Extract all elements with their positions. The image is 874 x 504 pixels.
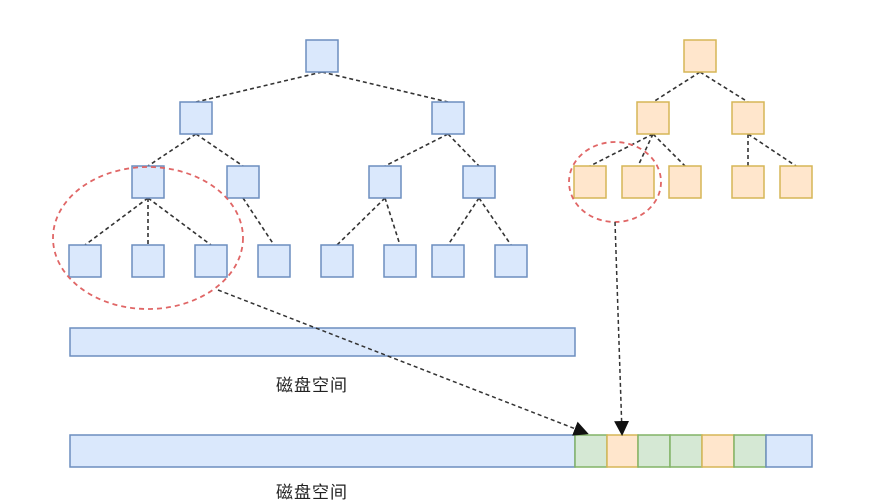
blue-tree-node <box>368 165 402 199</box>
blue-tree-node <box>179 101 213 135</box>
blue-tree-edge <box>384 133 449 167</box>
mapping-arrows <box>217 221 630 436</box>
orange-tree-node <box>731 165 765 199</box>
blue-tree-edge <box>147 197 212 246</box>
blue-tree-edge <box>84 197 149 246</box>
blue-tree-node <box>131 165 165 199</box>
highlight-rings <box>52 141 662 310</box>
blue-tree-node <box>431 101 465 135</box>
blue-tree-edge <box>447 133 480 167</box>
disk-segment-green <box>637 434 671 468</box>
blue-tree-node <box>462 165 496 199</box>
orange-tree-edge <box>747 133 797 167</box>
tree-edges <box>84 71 797 246</box>
orange-tree-node <box>636 101 670 135</box>
blue-tree-edge <box>384 197 401 246</box>
disk-bars <box>69 327 813 468</box>
orange-tree-node <box>779 165 813 199</box>
blue-tree-edge <box>147 133 197 167</box>
orange-tree-edge <box>699 71 749 103</box>
blue-tree-edge <box>478 197 512 246</box>
orange-tree-node <box>731 101 765 135</box>
blue-tree-node <box>194 244 228 278</box>
disk-segment-green <box>574 434 608 468</box>
orange-tree-node <box>683 39 717 73</box>
blue-tree-node <box>383 244 417 278</box>
blue-subtree-to-disk-arrow <box>217 289 589 436</box>
disk-segment-blue <box>765 434 813 468</box>
blue-tree-node <box>320 244 354 278</box>
orange-tree-node <box>573 165 607 199</box>
blue-tree-node <box>494 244 528 278</box>
disk-segment-green <box>733 434 767 468</box>
disk-bar-top <box>69 327 576 357</box>
disk-segment-green <box>669 434 703 468</box>
disk-segment-orange <box>606 434 639 468</box>
orange-tree-edge <box>652 71 701 103</box>
blue-tree-edge <box>336 197 386 246</box>
orange-subtree-to-disk-arrow <box>614 221 630 436</box>
blue-tree-edge <box>195 71 323 103</box>
orange-tree-edge <box>589 133 654 167</box>
disk-space-label-top: 磁盘空间 <box>276 376 348 396</box>
disk-space-label-bottom: 磁盘空间 <box>276 483 348 503</box>
blue-tree-node <box>431 244 465 278</box>
blue-tree-node <box>257 244 291 278</box>
orange-tree-edge <box>637 133 654 167</box>
orange-tree-node <box>668 165 702 199</box>
orange-tree-node <box>621 165 655 199</box>
tree-nodes <box>68 39 813 278</box>
blue-tree-node <box>305 39 339 73</box>
blue-tree-node <box>68 244 102 278</box>
blue-tree-edge <box>242 197 275 246</box>
blue-tree-node <box>226 165 260 199</box>
blue-subtree-highlight-ring <box>52 166 244 310</box>
blue-tree-edge <box>447 197 480 246</box>
disk-segment-orange <box>701 434 735 468</box>
orange-tree-edge <box>652 133 686 167</box>
disk-bar-bottom-main <box>69 434 576 468</box>
blue-tree-edge <box>321 71 449 103</box>
blue-tree-node <box>131 244 165 278</box>
blue-tree-edge <box>195 133 244 167</box>
